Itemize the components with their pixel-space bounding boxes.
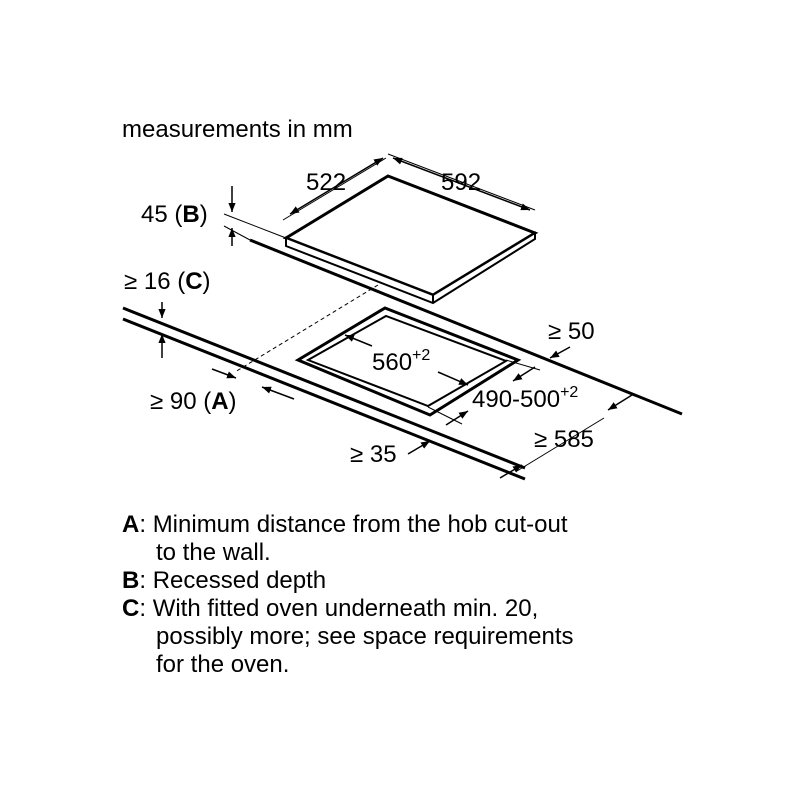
dim-90-close: ) [229, 388, 237, 415]
dim-16-label: ≥ 16 ( [124, 268, 185, 295]
dim-560-label: 560 [372, 349, 412, 376]
dimension-560: 560+2 [344, 334, 469, 386]
legend-text-c-1: With fitted oven underneath min. 20, [152, 595, 539, 622]
legend-item-c: C: With fitted oven underneath min. 20, [122, 595, 539, 622]
dim-490-label: 490-500 [472, 386, 560, 413]
dimension-90-a: ≥ 90 (A) [150, 368, 295, 415]
svg-text:490-500+2: 490-500+2 [472, 384, 578, 413]
legend: A: Minimum distance from the hob cut-out… [122, 511, 742, 679]
dim-50-label: ≥ 50 [548, 318, 595, 345]
legend-key-b: B [122, 567, 140, 594]
legend-text-c-2: possibly more; see space requirements [156, 623, 574, 650]
dim-16-close: ) [203, 268, 211, 295]
svg-text:≥ 90 (A): ≥ 90 (A) [150, 388, 237, 415]
legend-text-c-3: for the oven. [156, 651, 290, 678]
dim-45-label: 45 ( [141, 201, 182, 228]
dimension-50: ≥ 50 [548, 318, 595, 359]
dimension-45-b: 45 (B) [141, 186, 287, 246]
dim-560-tol: +2 [412, 347, 430, 364]
worktop-front-edge [122, 306, 526, 481]
dimension-490-500: 490-500+2 [427, 359, 578, 426]
dim-490-tol: +2 [560, 384, 578, 401]
dimension-35: ≥ 35 [350, 440, 431, 468]
dimension-592: 592 [387, 153, 536, 211]
dim-592-label: 592 [441, 169, 481, 196]
dim-90-label: ≥ 90 ( [150, 388, 211, 415]
legend-text-b-1: Recessed depth [152, 567, 327, 594]
dim-16-key: C [185, 268, 202, 295]
measurements-title: measurements in mm [122, 116, 353, 143]
dim-35-label: ≥ 35 [350, 441, 397, 468]
legend-key-c: C [122, 595, 140, 622]
dim-45-key: B [182, 201, 199, 228]
legend-text-a-1: Minimum distance from the hob cut-out [152, 511, 568, 538]
svg-text:≥ 16 (C): ≥ 16 (C) [124, 268, 211, 295]
hob-cutout [294, 306, 522, 417]
dim-522-label: 522 [306, 169, 346, 196]
legend-item-a: A: Minimum distance from the hob cut-out [122, 511, 568, 538]
svg-text:45 (B): 45 (B) [141, 201, 208, 228]
dimension-522: 522 [282, 157, 387, 221]
dim-585-label: ≥ 585 [534, 426, 594, 453]
svg-text:560+2: 560+2 [372, 347, 430, 376]
dimension-585: ≥ 585 [499, 394, 633, 479]
worktop-back-edge [249, 238, 683, 416]
legend-key-a: A [122, 511, 140, 538]
projection-line [234, 284, 379, 373]
dim-45-close: ) [200, 201, 208, 228]
dimension-16-c: ≥ 16 (C) [124, 268, 211, 358]
legend-item-b: B: Recessed depth [122, 567, 327, 594]
dim-90-key: A [211, 388, 228, 415]
legend-text-a-2: to the wall. [156, 539, 271, 566]
